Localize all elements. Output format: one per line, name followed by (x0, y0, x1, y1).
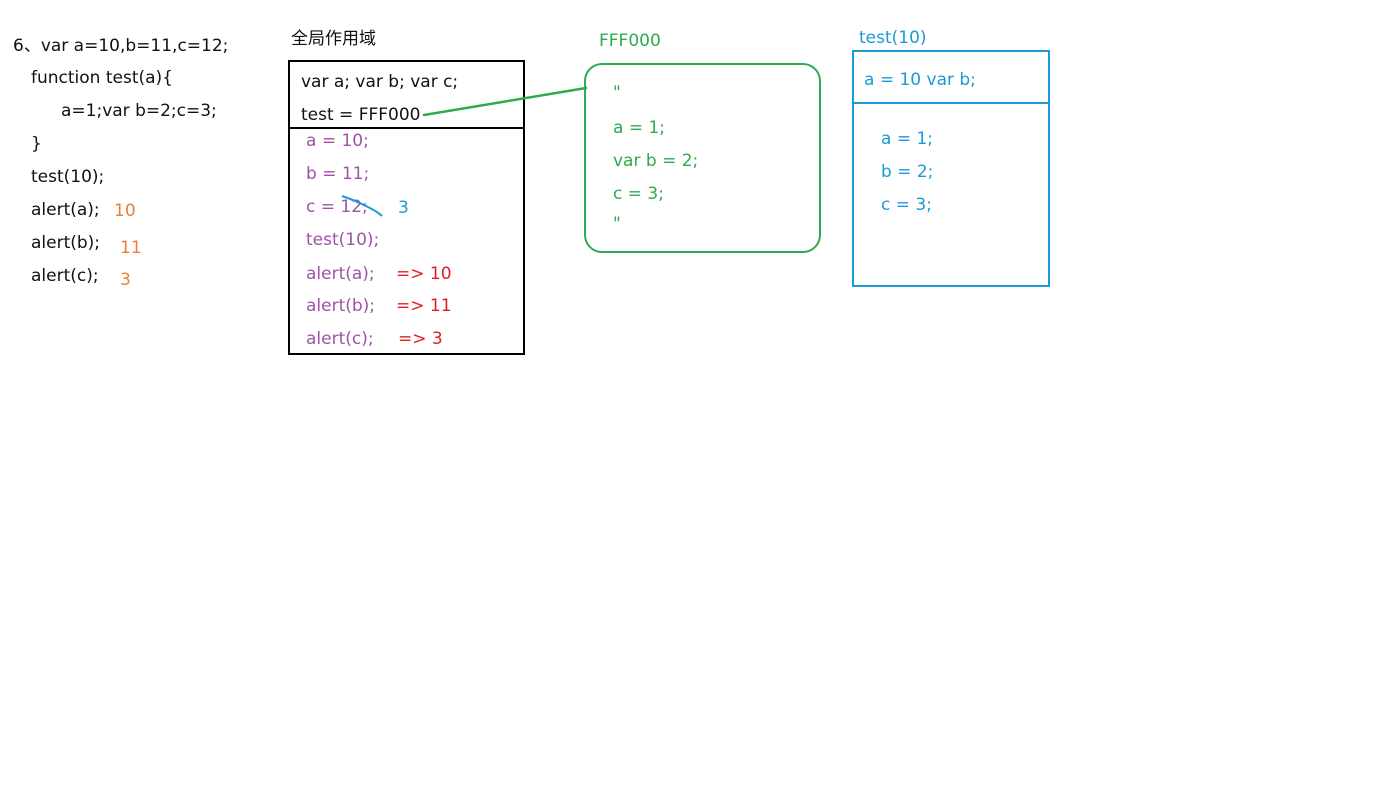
code-line-alert-c: alert(c); (31, 266, 99, 286)
call-body-a: a = 1; (881, 129, 934, 149)
answer-b: 11 (120, 238, 142, 258)
call-scope-title: test(10) (859, 28, 927, 48)
function-quote-close: " (613, 214, 621, 234)
global-exec-a: a = 10; (306, 131, 369, 151)
call-scope-header: a = 10 var b; (864, 70, 976, 90)
answer-a: 10 (114, 201, 136, 221)
global-result-a: => 10 (396, 264, 452, 284)
global-scope-box (288, 60, 525, 355)
global-result-b: => 11 (396, 296, 452, 316)
global-exec-alert-c: alert(c); (306, 329, 374, 349)
test-to-function-connector (422, 86, 588, 117)
code-line-alert-a: alert(a); (31, 200, 100, 220)
global-exec-c: c = 12; (306, 197, 368, 217)
function-quote-open: " (613, 83, 621, 103)
function-body-b: var b = 2; (613, 151, 699, 171)
code-line-close: } (31, 134, 42, 154)
global-scope-divider (288, 127, 525, 129)
c-strikethrough-mark (341, 195, 383, 217)
global-scope-title: 全局作用域 (291, 29, 376, 49)
global-decl-test: test = FFF000 (301, 105, 421, 125)
answer-c: 3 (120, 270, 131, 290)
call-scope-box (852, 50, 1050, 287)
function-object-box (584, 63, 821, 253)
code-line-declare: 6、var a=10,b=11,c=12; (13, 36, 229, 56)
function-body-c: c = 3; (613, 184, 664, 204)
global-result-c: => 3 (398, 329, 443, 349)
global-exec-call: test(10); (306, 230, 380, 250)
code-line-call: test(10); (31, 167, 105, 187)
global-exec-alert-a: alert(a); (306, 264, 375, 284)
function-body-a: a = 1; (613, 118, 666, 138)
code-line-body: a=1;var b=2;c=3; (61, 101, 217, 121)
global-c-override: 3 (398, 198, 409, 218)
call-body-c: c = 3; (881, 195, 932, 215)
function-object-title: FFF000 (599, 31, 661, 51)
call-body-b: b = 2; (881, 162, 934, 182)
global-exec-alert-b: alert(b); (306, 296, 376, 316)
global-exec-b: b = 11; (306, 164, 370, 184)
code-line-alert-b: alert(b); (31, 233, 101, 253)
global-decl-vars: var a; var b; var c; (301, 72, 459, 92)
code-line-function: function test(a){ (31, 68, 173, 88)
call-scope-divider (852, 102, 1050, 104)
